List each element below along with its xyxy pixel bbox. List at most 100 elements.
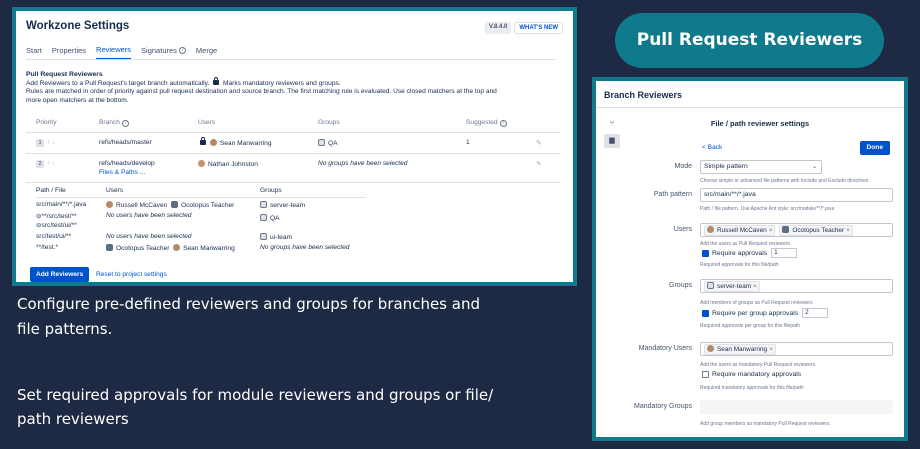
page-title: Workzone Settings	[26, 20, 130, 32]
users-cell: No users have been selected	[106, 212, 192, 219]
help-icon[interactable]: ?	[178, 47, 186, 54]
checkbox-checked-icon[interactable]	[702, 249, 709, 257]
path-pattern-input[interactable]: src/main/**/*.java	[700, 188, 893, 202]
group-name: QA	[328, 140, 338, 147]
groups-cell: QA	[318, 139, 338, 147]
panel-header: Workzone Settings V.8.4.0 WHAT'S NEW	[26, 20, 563, 38]
user-name: Sean Manwarring	[183, 245, 235, 252]
group-approvals-count-input[interactable]: 2	[802, 308, 829, 318]
avatar	[707, 345, 714, 352]
move-up-icon[interactable]: ↑	[47, 140, 50, 146]
tab-merge[interactable]: Merge	[195, 46, 218, 55]
priority-badge: 1	[36, 139, 44, 147]
group-chip[interactable]: server-team×	[704, 281, 760, 292]
edit-icon[interactable]: ✎	[536, 140, 542, 147]
add-reviewers-button[interactable]: Add Reviewers	[30, 267, 90, 282]
desc-line-1b: Marks mandatory reviewers and groups.	[222, 79, 341, 87]
path-value: src/test/ui/**	[41, 222, 77, 229]
approvals-help: Required approvals for this file/path	[700, 262, 779, 268]
checkbox-unchecked-icon[interactable]	[702, 371, 709, 378]
tab-start[interactable]: Start	[26, 46, 42, 55]
avatar	[106, 201, 113, 208]
chip-label: Russell McCaven	[717, 227, 767, 234]
row-divider	[26, 182, 561, 183]
user-chip[interactable]: Ocotopus Teacher×	[779, 225, 853, 236]
branch-cell: refs/heads/master	[99, 139, 152, 146]
path-cell: **/test.*	[36, 244, 58, 251]
lock-icon	[213, 76, 220, 85]
avatar	[209, 139, 217, 146]
users-cell: Russell McCaven Ocotopus Teacher	[106, 201, 234, 209]
user-name: Ocotopus Teacher	[116, 245, 170, 252]
group-icon	[318, 139, 325, 146]
mode-help: Choose simple or advanced file patterns …	[700, 178, 869, 184]
tab-reviewers[interactable]: Reviewers	[96, 45, 132, 60]
section-description: Pull Request Reviewers Add Reviewers to …	[26, 71, 556, 105]
path-cell: src/test/ui/**	[36, 233, 72, 240]
help-icon[interactable]: ?	[499, 120, 507, 127]
group-name: server-team	[270, 202, 306, 209]
group-icon	[260, 201, 267, 208]
avatar	[106, 244, 113, 251]
move-up-icon[interactable]: ↑	[47, 161, 50, 167]
col-branch-label: Branch	[99, 119, 120, 126]
users-picker[interactable]: Russell McCaven× Ocotopus Teacher×	[700, 223, 893, 237]
col-priority: Priority	[36, 119, 57, 126]
help-icon[interactable]: ?	[121, 120, 129, 127]
require-group-approvals-checkbox[interactable]: Require per group approvals 2	[702, 308, 829, 318]
caption-line-4: path reviewers	[17, 410, 129, 428]
tab-signatures[interactable]: Signatures?	[141, 45, 186, 60]
col-suggested: Suggested?	[466, 119, 507, 127]
users-help: Add the users as Pull Request reviewers	[700, 241, 791, 247]
back-link[interactable]: < Back	[702, 144, 723, 151]
require-mandatory-approvals-checkbox[interactable]: Require mandatory approvals	[702, 371, 801, 378]
tab-properties[interactable]: Properties	[51, 46, 87, 55]
title-divider	[596, 107, 904, 108]
side-nav: ⑂ ▆	[604, 117, 624, 151]
remove-icon[interactable]: ×	[769, 346, 773, 353]
groups-cell: No groups have been selected	[260, 244, 350, 251]
mode-value: Simple pattern	[704, 163, 748, 170]
desc-line-2: Rules are matched in order of priority a…	[26, 88, 497, 95]
mandatory-groups-picker[interactable]	[700, 400, 893, 414]
files-paths-link[interactable]: Files & Paths ...	[99, 169, 146, 176]
remove-icon[interactable]: ×	[768, 227, 773, 234]
priority-badge: 2	[36, 160, 44, 168]
caption-line-3: Set required approvals for module review…	[17, 386, 494, 404]
edit-icon[interactable]: ✎	[536, 161, 542, 168]
branch-icon[interactable]: ⑂	[609, 120, 615, 127]
col-branch: Branch?	[99, 119, 129, 127]
user-chip[interactable]: Russell McCaven×	[704, 225, 776, 236]
remove-icon[interactable]: ×	[753, 283, 757, 290]
group-icon	[260, 214, 267, 221]
path-cell: ⊖**/src/test/**	[36, 213, 77, 220]
move-down-icon[interactable]: ↓	[52, 161, 55, 167]
lock-icon	[200, 137, 206, 145]
done-button[interactable]: Done	[859, 141, 890, 155]
panel-title: Branch Reviewers	[604, 90, 683, 100]
row-divider	[26, 132, 561, 133]
users-label: Users	[673, 226, 692, 233]
require-approvals-label: Require approvals	[712, 249, 768, 257]
users-cell: Sean Manwarring	[198, 137, 272, 147]
groups-picker[interactable]: server-team×	[700, 279, 893, 293]
settings-subtitle: File / path reviewer settings	[710, 119, 810, 128]
path-pattern-help: Path / file pattern. Use Apache Ant styl…	[700, 206, 835, 212]
reset-settings-link[interactable]: Reset to project settings	[96, 271, 167, 278]
chip-label: Sean Manwarring	[717, 346, 768, 353]
folder-icon[interactable]: ▆	[604, 134, 620, 148]
user-name: Nathan Johnston	[208, 161, 258, 168]
col-groups: Groups	[260, 187, 282, 194]
user-chip[interactable]: Sean Manwarring×	[704, 344, 776, 355]
whats-new-link[interactable]: WHAT'S NEW	[514, 22, 563, 34]
mandatory-groups-help: Add group members as mandatory Pull Requ…	[700, 421, 831, 427]
users-cell: Ocotopus Teacher Sean Manwarring	[106, 244, 235, 252]
approvals-count-input[interactable]: 1	[771, 248, 798, 258]
checkbox-checked-icon[interactable]	[702, 309, 709, 317]
mode-select[interactable]: Simple pattern ⌄	[700, 160, 822, 174]
require-approvals-checkbox[interactable]: Require approvals 1	[702, 248, 798, 258]
mandatory-users-picker[interactable]: Sean Manwarring×	[700, 342, 893, 356]
move-down-icon[interactable]: ↓	[52, 140, 55, 146]
remove-icon[interactable]: ×	[846, 227, 850, 234]
users-cell: No users have been selected	[106, 233, 192, 240]
